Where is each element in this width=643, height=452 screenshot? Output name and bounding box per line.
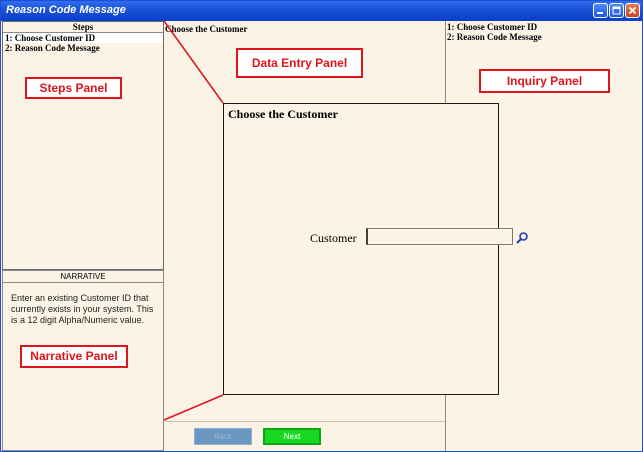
window-title: Reason Code Message	[6, 4, 126, 16]
customer-label: Customer	[310, 231, 357, 245]
inquiry-panel: 1: Choose Customer ID 2: Reason Code Mes…	[446, 21, 643, 451]
narrative-panel-annotation: Narrative Panel	[20, 345, 128, 368]
search-icon[interactable]	[515, 231, 529, 245]
back-button[interactable]: Back	[194, 428, 252, 445]
minimize-icon	[597, 12, 603, 14]
steps-panel: Steps 1: Choose Customer ID 2: Reason Co…	[2, 21, 164, 270]
steps-header: Steps	[3, 22, 163, 33]
inquiry-panel-annotation: Inquiry Panel	[479, 69, 610, 93]
maximize-icon	[612, 6, 621, 15]
narrative-header: NARRATIVE	[3, 271, 163, 283]
next-button[interactable]: Next	[263, 428, 321, 445]
step-item-choose-customer[interactable]: 1: Choose Customer ID	[3, 33, 163, 43]
dialog-title: Choose the Customer	[228, 107, 338, 121]
step-item-reason-code[interactable]: 2: Reason Code Message	[5, 43, 100, 53]
narrative-text: Enter an existing Customer ID that curre…	[11, 293, 154, 325]
minimize-button[interactable]	[593, 3, 608, 18]
inquiry-item-customer-id[interactable]: 1: Choose Customer ID	[447, 22, 538, 32]
data-entry-panel-annotation: Data Entry Panel	[236, 48, 363, 78]
steps-panel-annotation: Steps Panel	[25, 77, 122, 99]
title-bar[interactable]: Reason Code Message	[1, 1, 642, 21]
choose-customer-dialog: Choose the Customer Customer	[223, 103, 528, 395]
close-button[interactable]	[625, 3, 640, 18]
data-entry-title: Choose the Customer	[165, 24, 248, 34]
customer-input[interactable]	[366, 228, 513, 245]
close-icon	[628, 6, 637, 15]
inquiry-item-reason-code[interactable]: 2: Reason Code Message	[447, 32, 542, 42]
data-entry-bottom-divider	[165, 421, 445, 422]
maximize-button[interactable]	[609, 3, 624, 18]
